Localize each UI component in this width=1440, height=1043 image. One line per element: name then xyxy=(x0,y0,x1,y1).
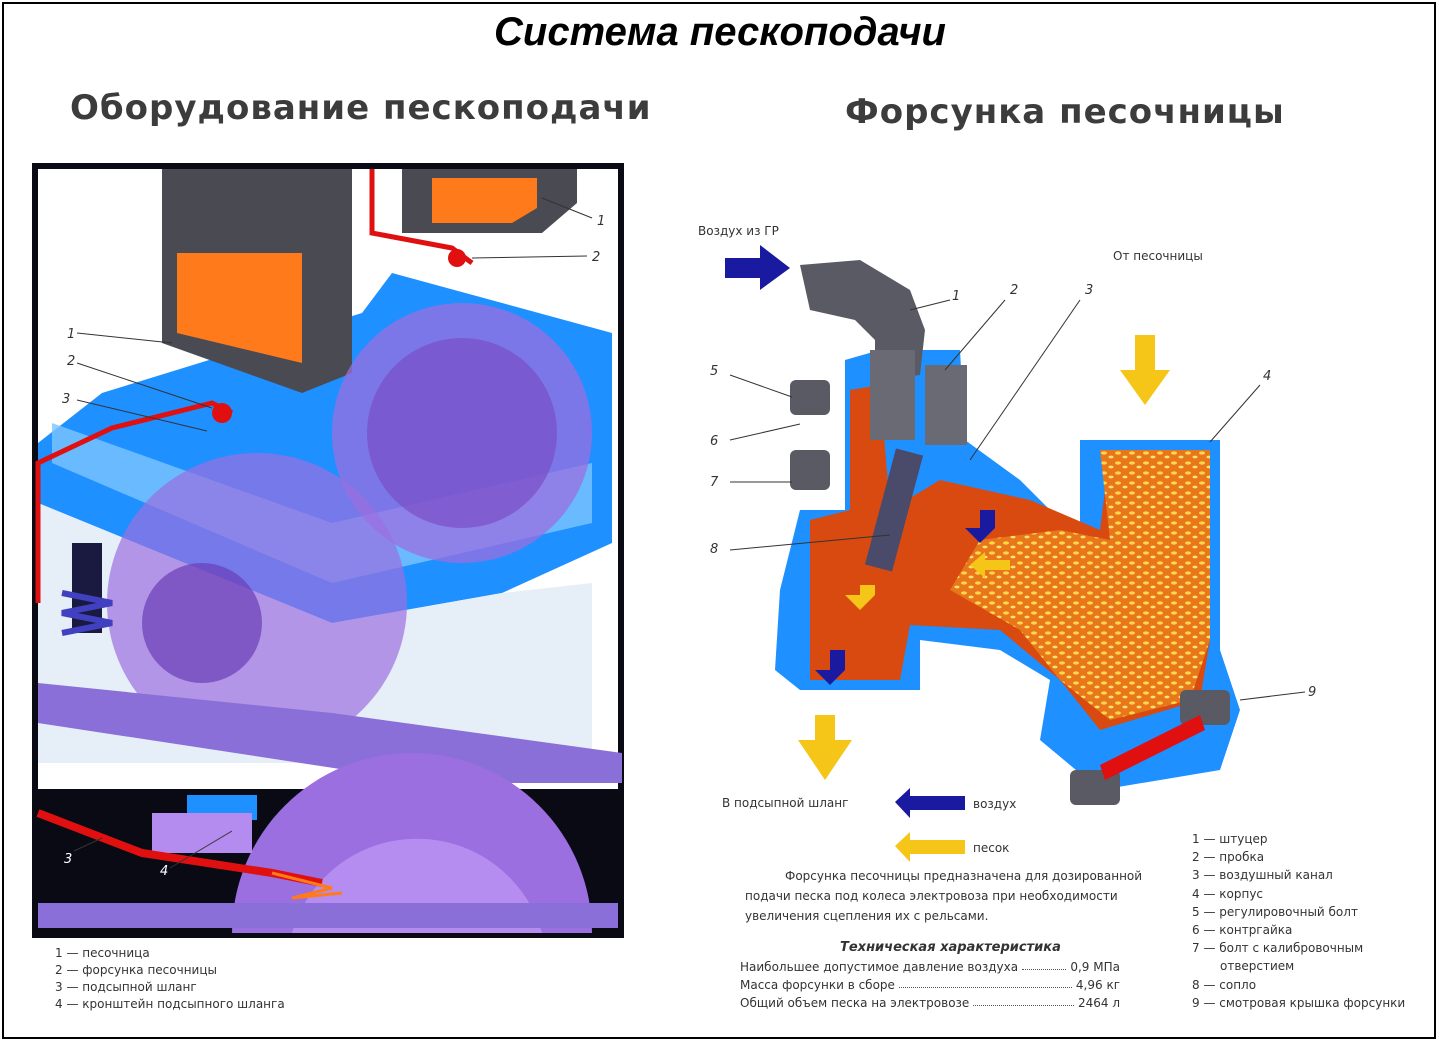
tech-label: Масса форсунки в сборе xyxy=(740,978,895,992)
label-3-inset: 3 xyxy=(64,852,72,867)
key-sand-label: песок xyxy=(973,841,1009,855)
sand-fill xyxy=(950,450,1210,720)
legend-item: 8 — сопло xyxy=(1192,977,1257,992)
cover-bolt-right xyxy=(1180,690,1230,725)
adjusting-bolt xyxy=(790,380,830,415)
legend-item: 1 — песочница xyxy=(55,946,150,960)
plug xyxy=(925,365,967,445)
sand-flow-arrow xyxy=(845,585,875,610)
poster-title: Система пескоподачи xyxy=(494,10,946,54)
legend-item: 9 — смотровая крышка форсунки xyxy=(1192,995,1406,1010)
part-label-1: 1 xyxy=(952,289,960,304)
inset-bracket xyxy=(152,813,252,853)
tech-row: Общий объем песка на электровозе 2464 л xyxy=(740,996,1120,1010)
label-3-left: 3 xyxy=(62,392,70,407)
nozzle-legend: 1 — штуцер 2 — пробка 3 — воздушный кана… xyxy=(1192,830,1405,1012)
label-2-right: 2 xyxy=(592,250,600,265)
description-line: подачи песка под колеса электровоза при … xyxy=(745,889,1118,903)
legend-item: 3 — подсыпной шланг xyxy=(55,980,197,994)
air-flow-arrow-2 xyxy=(965,510,995,543)
part-label-8: 8 xyxy=(710,542,718,557)
nozzle-diagram: 1 2 3 4 5 6 7 8 9 Воздух из ГР От песочн… xyxy=(698,224,1316,862)
rail-upper xyxy=(38,683,622,783)
tech-row: Наибольшее допустимое давление воздуха 0,… xyxy=(740,960,1120,974)
part-label-6: 6 xyxy=(710,434,718,449)
calibrated-bolt xyxy=(790,450,830,490)
sandbox-left-sand xyxy=(177,253,302,363)
sand-flow-arrow-2 xyxy=(970,552,1010,578)
tech-label: Наибольшее допустимое давление воздуха xyxy=(740,960,1019,974)
nozzle-right xyxy=(448,249,466,267)
tech-value: 2464 л xyxy=(1077,996,1120,1010)
legend-item: 2 — форсунка песочницы xyxy=(55,963,217,977)
sand-out-arrow xyxy=(798,715,852,780)
wheel-rear-hub xyxy=(367,338,557,528)
nozzle-tip xyxy=(864,448,924,572)
key-sand-arrow xyxy=(895,832,965,862)
tech-value: 0,9 МПа xyxy=(1070,960,1120,974)
left-leader-lines xyxy=(73,197,593,869)
legend-item: 6 — контргайка xyxy=(1192,923,1293,938)
sand-in-arrow xyxy=(1120,335,1170,405)
legend-item: 5 — регулировочный болт xyxy=(1192,904,1358,919)
legend-item: 1 — штуцер xyxy=(1192,832,1268,846)
from-sandbox-label: От песочницы xyxy=(1113,249,1203,263)
part-label-4: 4 xyxy=(1263,369,1271,384)
key-air-label: воздух xyxy=(973,797,1016,811)
tech-row: Масса форсунки в сборе 4,96 кг xyxy=(740,978,1120,992)
description-line: Форсунка песочницы предназначена для доз… xyxy=(785,869,1143,883)
fitting-pipe xyxy=(870,350,915,440)
part-label-7: 7 xyxy=(710,475,719,490)
equipment-legend: 1 — песочница 2 — форсунка песочницы 3 —… xyxy=(55,945,285,1013)
part-label-5: 5 xyxy=(710,364,718,379)
part-label-3: 3 xyxy=(1085,283,1093,298)
inspection-cover xyxy=(1100,715,1205,780)
legend-item: 3 — воздушный канал xyxy=(1192,868,1333,883)
nozzle-description: Форсунка песочницы предназначена для доз… xyxy=(745,866,1165,926)
air-flow-arrow xyxy=(815,650,845,685)
legend-item: 2 — пробка xyxy=(1192,850,1265,865)
nozzle-title: Форсунка песочницы xyxy=(845,92,1285,132)
to-hose-label: В подсыпной шланг xyxy=(722,796,848,810)
right-leader-lines xyxy=(729,299,1306,701)
air-in-label: Воздух из ГР xyxy=(698,224,779,238)
label-2-left: 2 xyxy=(67,354,75,369)
label-1-left: 1 xyxy=(67,327,75,342)
part-label-2: 2 xyxy=(1010,283,1018,298)
spring xyxy=(61,590,113,636)
tech-label: Общий объем песка на электровозе xyxy=(740,996,970,1010)
legend-item: отверстием xyxy=(1220,959,1295,974)
inset-sand-spray xyxy=(271,871,343,900)
label-4-inset: 4 xyxy=(160,864,168,879)
equipment-title: Оборудование пескоподачи xyxy=(70,88,652,128)
legend-item: 4 — кронштейн подсыпного шланга xyxy=(55,997,285,1011)
key-air-arrow xyxy=(895,788,965,818)
tech-title: Техническая характеристика xyxy=(840,940,1061,955)
part-label-9: 9 xyxy=(1308,685,1316,700)
label-1-right: 1 xyxy=(597,214,605,229)
sand-equipment-illustration: 1 2 1 2 3 3 4 xyxy=(32,163,624,938)
legend-item: 7 — болт с калибровочным xyxy=(1192,941,1364,956)
nozzle-left xyxy=(212,403,232,423)
tech-value: 4,96 кг xyxy=(1075,978,1120,992)
air-in-arrow xyxy=(725,245,790,290)
inset-rail xyxy=(38,903,618,928)
wheel-front-hub xyxy=(142,563,262,683)
description-line: увеличения сцепления их с рельсами. xyxy=(745,909,989,923)
legend-item: 4 — корпус xyxy=(1192,886,1264,901)
sandbox-right-sand xyxy=(432,178,537,223)
